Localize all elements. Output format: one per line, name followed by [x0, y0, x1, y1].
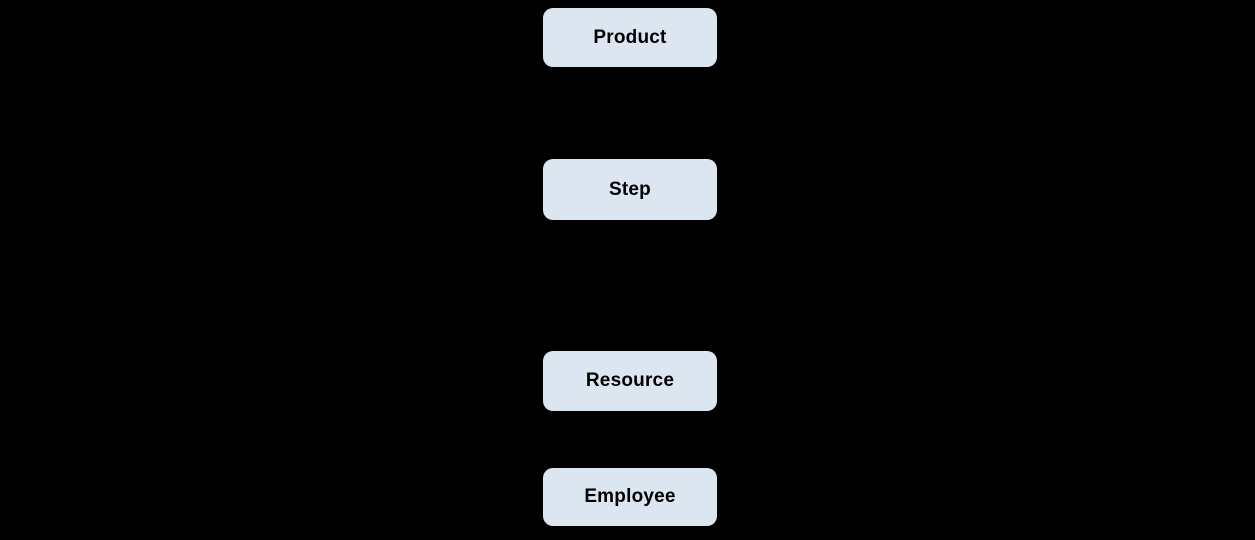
- node-product[interactable]: Product: [543, 8, 717, 67]
- node-resource[interactable]: Resource: [543, 351, 717, 411]
- node-employee-label: Employee: [584, 486, 676, 507]
- node-resource-label: Resource: [585, 370, 675, 391]
- node-employee[interactable]: Employee: [543, 468, 717, 526]
- node-step[interactable]: Step: [543, 159, 717, 220]
- node-step-label: Step: [609, 178, 651, 200]
- node-product-label: Product: [593, 26, 667, 48]
